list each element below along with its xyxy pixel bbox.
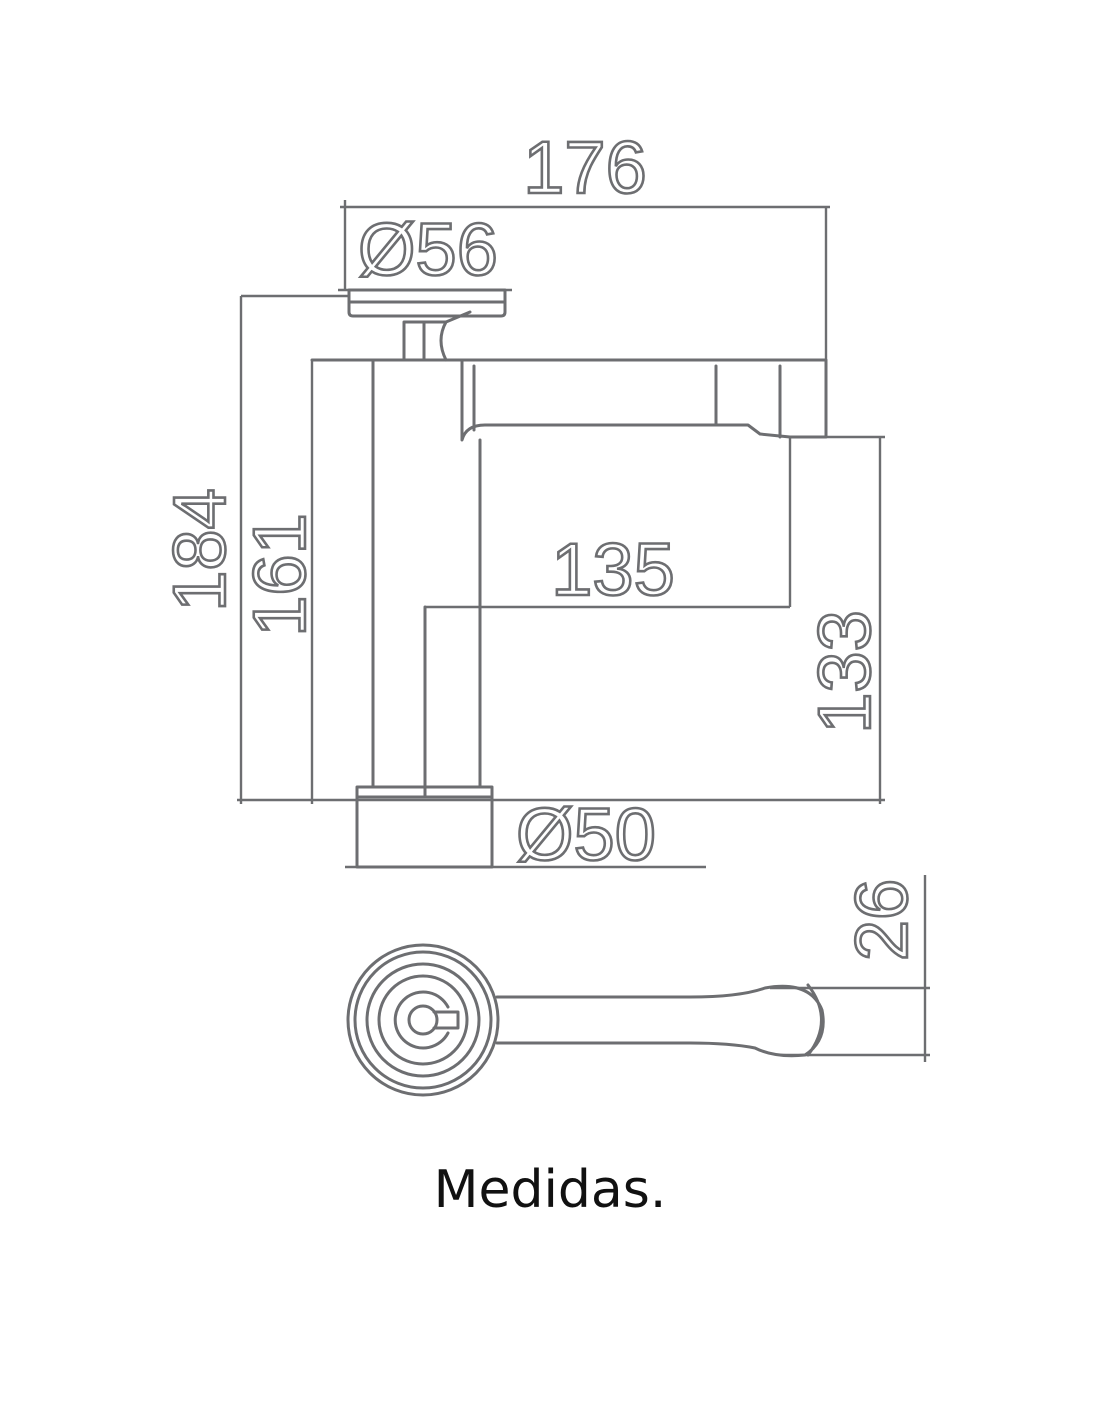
body-column: [371, 358, 792, 789]
dim-body-height: 161: [238, 513, 321, 636]
dim-base-diameter: Ø50: [516, 793, 656, 876]
handle-disk: [347, 288, 507, 318]
dim-spout-height: 133: [803, 610, 886, 733]
top-view: [346, 943, 825, 1097]
spout-top-view: [495, 983, 825, 1058]
dim-spout-reach: 135: [551, 528, 674, 611]
base: [355, 605, 494, 869]
dim-overall-length: 176: [523, 126, 646, 209]
dim-handle-diameter: Ø56: [358, 208, 498, 291]
handle-stem: [402, 310, 472, 362]
dim-total-height: 184: [158, 488, 241, 611]
dimension-lines: [237, 200, 930, 1062]
dim-spout-width: 26: [840, 879, 923, 961]
caption: Medidas.: [433, 1160, 667, 1220]
